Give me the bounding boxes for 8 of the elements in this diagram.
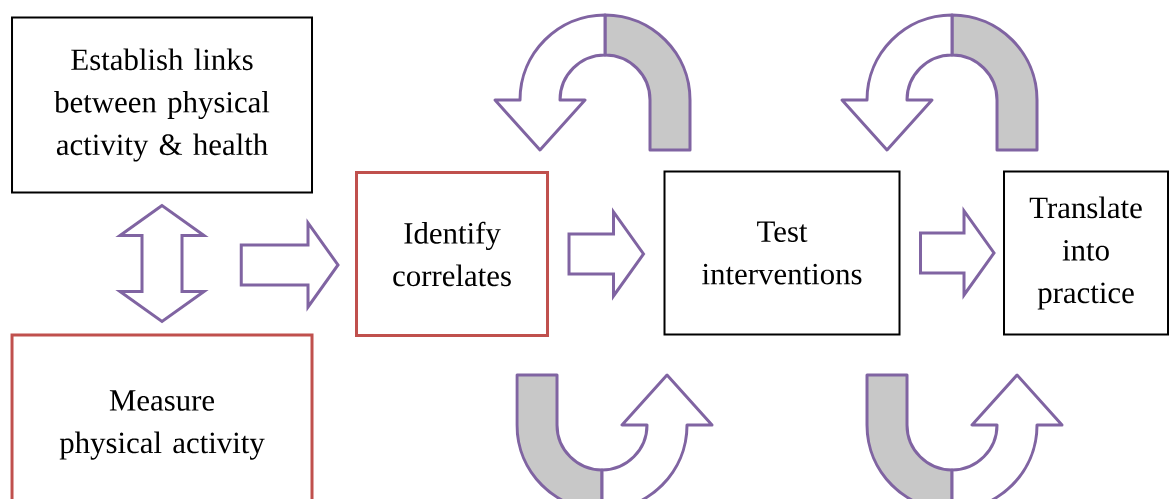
- process-box: Identify correlates: [355, 171, 549, 337]
- block-arrow: [919, 206, 996, 300]
- process-box: Test interventions: [663, 170, 901, 336]
- process-box: Measure physical activity: [10, 333, 314, 499]
- block-arrow: [567, 207, 646, 301]
- process-box: Establish links between physical activity & health: [11, 16, 313, 194]
- block-arrow: [239, 218, 340, 312]
- process-box: Translate into practice: [1003, 170, 1169, 336]
